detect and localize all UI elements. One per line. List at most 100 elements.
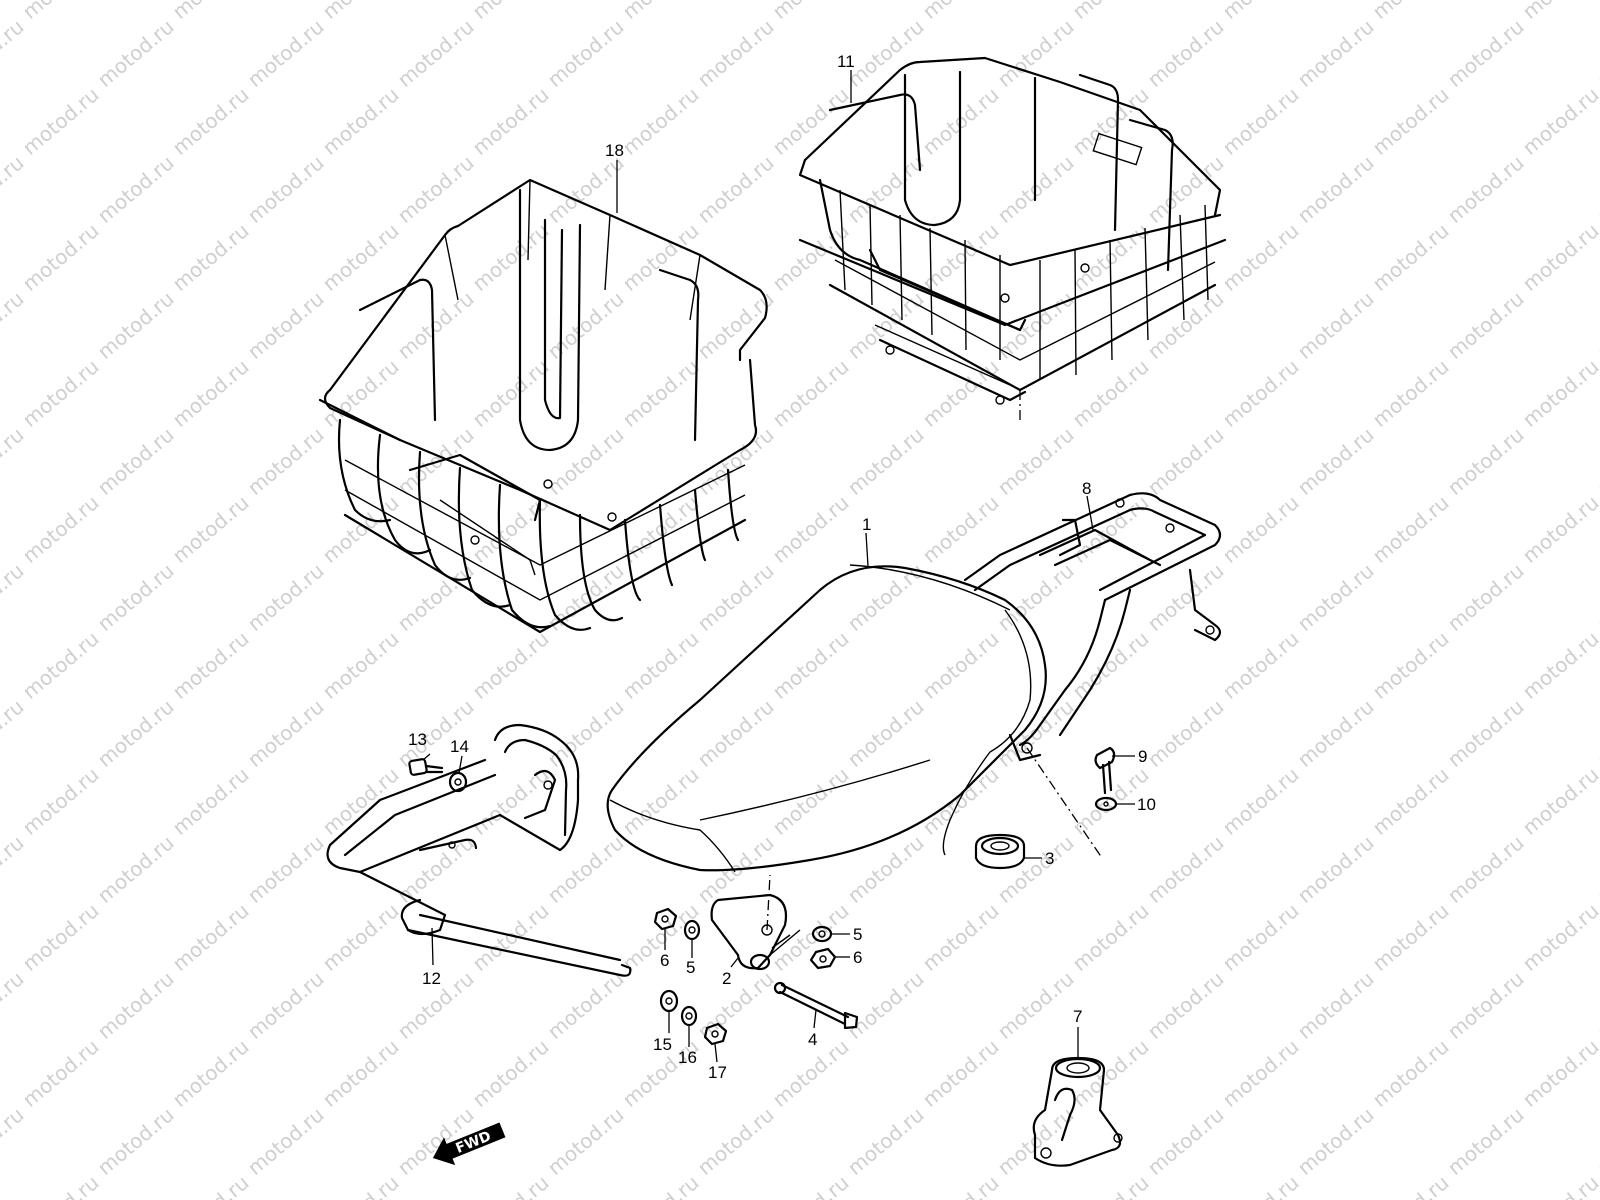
watermark-text: motod.ru (243, 966, 329, 1043)
watermark-text: motod.ru (1443, 558, 1529, 635)
watermark-text: motod.ru (1593, 14, 1600, 91)
watermark-text: motod.ru (318, 82, 404, 159)
watermark-text: motod.ru (1593, 150, 1600, 227)
watermark-text: motod.ru (318, 898, 404, 975)
watermark-text: motod.ru (1518, 762, 1600, 839)
watermark-text: motod.ru (468, 1170, 554, 1200)
callout-4: 4 (808, 1030, 817, 1049)
watermark-text: motod.ru (168, 490, 254, 567)
watermark-text: motod.ru (168, 218, 254, 295)
watermark-text: motod.ru (18, 898, 104, 975)
watermark-text: motod.ru (1518, 218, 1600, 295)
watermark-text: motod.ru (1293, 150, 1379, 227)
watermark-text: motod.ru (168, 1034, 254, 1111)
watermark-text: motod.ru (168, 354, 254, 431)
watermark-text: motod.ru (1443, 830, 1529, 907)
watermark-text: motod.ru (243, 694, 329, 771)
watermark-text: motod.ru (618, 490, 704, 567)
watermark-text: motod.ru (168, 0, 254, 24)
watermark-text: motod.ru (543, 966, 629, 1043)
watermark-text: motod.ru (1593, 694, 1600, 771)
watermark-text: motod.ru (768, 0, 854, 24)
watermark-text: motod.ru (0, 422, 28, 499)
part-1-seat (606, 564, 1047, 873)
watermark-text: motod.ru (1218, 218, 1304, 295)
watermark-text: motod.ru (1218, 762, 1304, 839)
watermark-text: motod.ru (1518, 490, 1600, 567)
watermark-text: motod.ru (543, 1102, 629, 1179)
watermark-text: motod.ru (918, 626, 1004, 703)
part-11-basket-right (798, 56, 1227, 420)
leader-lines (422, 70, 1135, 1063)
watermark-text: motod.ru (1518, 0, 1600, 24)
watermark-text: motod.ru (693, 1102, 779, 1179)
watermark-text: motod.ru (543, 14, 629, 91)
watermark-text: motod.ru (1218, 82, 1304, 159)
watermark-text: motod.ru (1518, 898, 1600, 975)
watermark-text: motod.ru (768, 354, 854, 431)
watermark-text: motod.ru (1218, 626, 1304, 703)
part-18-basket-left (318, 178, 768, 634)
watermark-text: motod.ru (0, 830, 28, 907)
watermark-text: motod.ru (18, 1034, 104, 1111)
part-3-damper (974, 833, 1026, 870)
callout-18: 18 (605, 141, 624, 160)
watermark-text: motod.ru (993, 966, 1079, 1043)
watermark-text: motod.ru (93, 694, 179, 771)
watermark-text: motod.ru (243, 286, 329, 363)
part-16-lock-washer (680, 1005, 698, 1027)
watermark-text: motod.ru (1593, 558, 1600, 635)
watermark-text: motod.ru (918, 1034, 1004, 1111)
watermark-text: motod.ru (1518, 1034, 1600, 1111)
watermark-text: motod.ru (693, 694, 779, 771)
watermark-text: motod.ru (618, 82, 704, 159)
watermark-text: motod.ru (1443, 150, 1529, 227)
watermark-text: motod.ru (18, 1170, 104, 1200)
watermark-text: motod.ru (93, 150, 179, 227)
watermark-text: motod.ru (768, 1170, 854, 1200)
watermark-text: motod.ru (918, 898, 1004, 975)
watermark-text: motod.ru (0, 694, 28, 771)
part-4-hinge-pin (773, 981, 859, 1030)
watermark-text: motod.ru (93, 966, 179, 1043)
callout-6-left: 6 (660, 951, 669, 970)
watermark-text: motod.ru (843, 830, 929, 907)
watermark-text: motod.ru (1143, 422, 1229, 499)
watermark-text: motod.ru (1218, 354, 1304, 431)
watermark-text: motod.ru (393, 14, 479, 91)
watermark-text: motod.ru (18, 626, 104, 703)
watermark-text: motod.ru (0, 966, 28, 1043)
watermark-text: motod.ru (318, 0, 404, 24)
watermark-text: motod.ru (768, 82, 854, 159)
watermark-text: motod.ru (618, 218, 704, 295)
watermark-text: motod.ru (18, 354, 104, 431)
part-8-rear-carrier (963, 492, 1222, 762)
watermark-text: motod.ru (1218, 490, 1304, 567)
watermark-text: motod.ru (993, 558, 1079, 635)
watermark-text: motod.ru (393, 150, 479, 227)
watermark-text: motod.ru (93, 286, 179, 363)
watermark-text: motod.ru (1068, 82, 1154, 159)
watermark-text: motod.ru (18, 490, 104, 567)
watermark-text: motod.ru (318, 218, 404, 295)
watermark-text: motod.ru (768, 626, 854, 703)
watermark-text: motod.ru (468, 626, 554, 703)
part-12-front-carrier (326, 723, 632, 977)
watermark-text: motod.ru (93, 1102, 179, 1179)
watermark-text: motod.ru (1068, 626, 1154, 703)
watermark-text: motod.ru (1368, 0, 1454, 24)
callout-9: 9 (1138, 747, 1147, 766)
watermark-text: motod.ru (0, 1102, 28, 1179)
watermark-text: motod.ru (168, 626, 254, 703)
callout-3: 3 (1045, 849, 1054, 868)
watermark-text: motod.ru (1293, 694, 1379, 771)
part-17-nut (703, 1022, 728, 1046)
watermark-text: motod.ru (468, 0, 554, 24)
watermark-text: motod.ru (0, 150, 28, 227)
watermark-text: motod.ru (693, 558, 779, 635)
watermark-text: motod.ru (1068, 898, 1154, 975)
watermark-text: motod.ru (843, 150, 929, 227)
watermark-text: motod.ru (1443, 14, 1529, 91)
